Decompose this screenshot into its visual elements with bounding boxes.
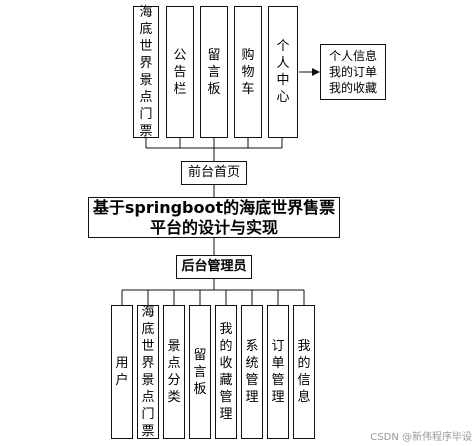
watermark: CSDN @新伟程序毕设: [370, 432, 472, 443]
module-sea-world-ticket: 海底世界景点门票: [133, 5, 159, 139]
module-label: 海底世界景点门票: [139, 5, 153, 139]
module-label: 个人中心: [276, 39, 290, 105]
module-announcement: 公告栏: [166, 6, 194, 138]
module-label: 系统管理: [245, 339, 259, 405]
system-title: 基于springboot的海底世界售票 平台的设计与实现: [92, 197, 336, 237]
arrow-head-icon: [312, 68, 320, 76]
personal-submenu-text: 个人信息 我的订单 我的收藏: [328, 49, 377, 95]
module-label: 公告栏: [173, 47, 187, 97]
module-category: 景点分类: [163, 305, 185, 439]
module-label: 景点分类: [167, 339, 181, 405]
module-label: 留言板: [207, 47, 221, 97]
module-label: 订单管理: [271, 339, 285, 405]
module-admin-sea-world-ticket: 海底世界景点门票: [137, 305, 159, 439]
module-personal-center: 个人中心: [268, 6, 298, 138]
module-order-management: 订单管理: [267, 305, 289, 439]
module-label: 海底世界景点门票: [141, 305, 155, 439]
personal-submenu-box: 个人信息 我的订单 我的收藏: [320, 44, 386, 100]
module-cart: 购物车: [234, 6, 262, 138]
admin-box: 后台管理员: [176, 255, 252, 279]
module-my-info: 我的信息: [293, 305, 315, 439]
module-favorites-management: 我的收藏管理: [215, 305, 237, 439]
module-system-management: 系统管理: [241, 305, 263, 439]
module-label: 我的收藏管理: [219, 322, 233, 422]
module-admin-message-board: 留言板: [189, 305, 211, 439]
module-message-board: 留言板: [200, 6, 228, 138]
system-title-box: 基于springboot的海底世界售票 平台的设计与实现: [88, 197, 340, 238]
module-label: 用户: [115, 356, 129, 388]
module-user: 用户: [111, 305, 133, 439]
module-label: 购物车: [241, 47, 255, 97]
module-label: 留言板: [193, 347, 207, 397]
admin-label: 后台管理员: [181, 259, 247, 274]
front-home-label: 前台首页: [187, 165, 240, 180]
front-home-box: 前台首页: [181, 161, 247, 185]
module-label: 我的信息: [297, 339, 311, 405]
